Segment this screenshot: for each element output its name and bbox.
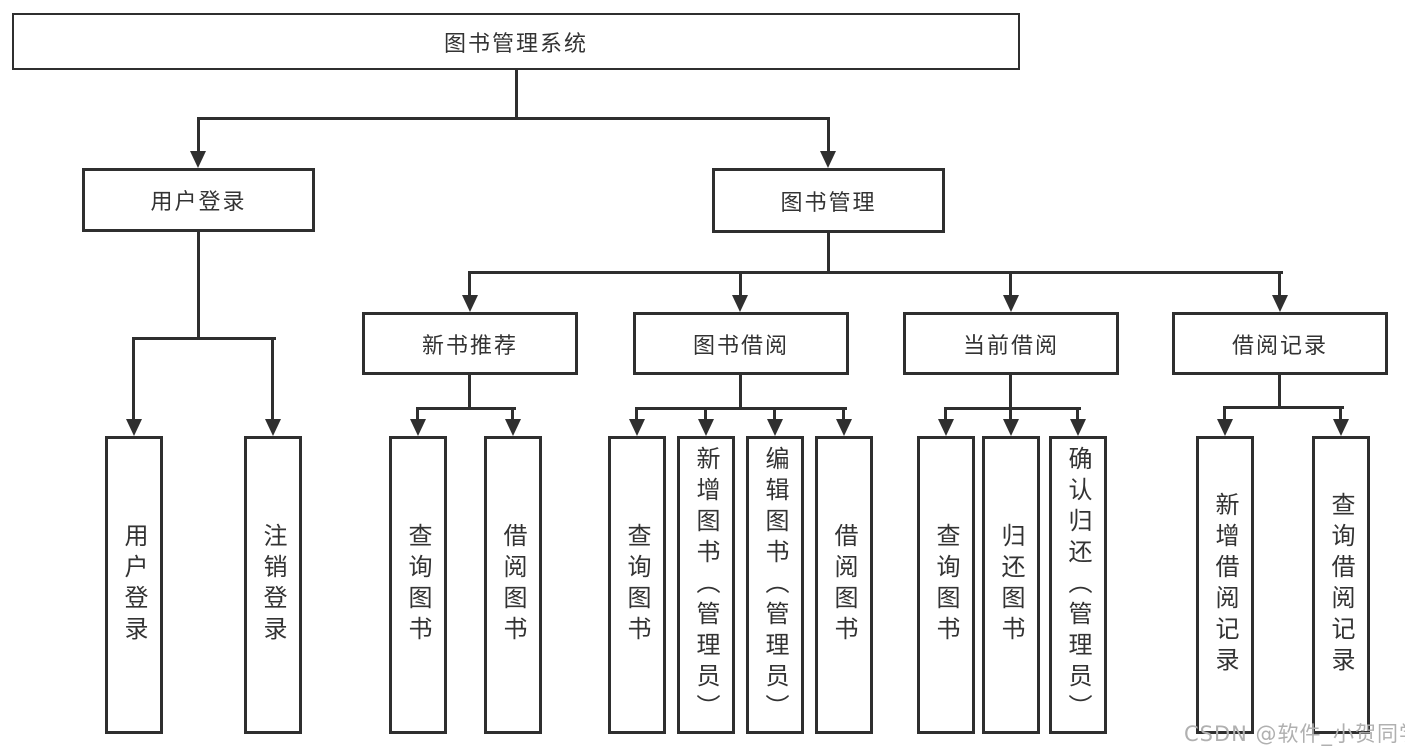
leaf-query-borrow-record-label: 查询借阅记录 (1327, 492, 1355, 678)
leaf-logout: 注销登录 (244, 436, 302, 734)
connector-user-login-stem (197, 232, 200, 339)
connector-drop-leaf (635, 407, 638, 423)
arrow-down-icon (732, 295, 748, 312)
leaf-query-borrow-record: 查询借阅记录 (1312, 436, 1370, 734)
node-book-borrow: 图书借阅 (633, 312, 849, 375)
leaf-borrow-books-recommend: 借阅图书 (484, 436, 542, 734)
connector-drop-leaf (773, 407, 776, 423)
leaf-add-borrow-record-label: 新增借阅记录 (1211, 492, 1239, 678)
arrow-down-icon (410, 419, 426, 436)
node-new-book-recommend-label: 新书推荐 (421, 333, 518, 359)
arrow-down-icon (1333, 419, 1349, 436)
node-borrow-records-label: 借阅记录 (1231, 333, 1328, 359)
arrow-down-icon (1070, 419, 1086, 436)
leaf-query-books-current-label: 查询图书 (932, 523, 960, 647)
connector-drop-user-login (197, 117, 200, 154)
connector-drop-borrow-records (1278, 271, 1281, 299)
node-borrow-records: 借阅记录 (1172, 312, 1388, 375)
arrow-down-icon (1003, 295, 1019, 312)
connector-borrow-records-bar (1223, 406, 1344, 409)
leaf-add-borrow-record: 新增借阅记录 (1196, 436, 1254, 734)
arrow-down-icon (820, 151, 836, 168)
connector-root-bar (197, 117, 830, 120)
arrow-down-icon (938, 419, 954, 436)
connector-book-management-stem (827, 233, 830, 273)
node-book-borrow-label: 图书借阅 (692, 333, 789, 359)
connector-drop-current-borrow (1009, 271, 1012, 299)
leaf-query-books-recommend-label: 查询图书 (404, 523, 432, 647)
leaf-confirm-return-admin: 确认归还（管理员） (1049, 436, 1107, 734)
leaf-borrow-books-label: 借阅图书 (830, 523, 858, 647)
node-user-login: 用户登录 (82, 168, 315, 232)
connector-drop-book-borrow (739, 271, 742, 299)
connector-drop-leaf (944, 407, 947, 423)
arrow-down-icon (462, 295, 478, 312)
leaf-return-book-label: 归还图书 (997, 523, 1025, 647)
connector-new-book-bar (416, 407, 516, 410)
connector-current-borrow-stem (1009, 375, 1012, 410)
connector-user-login-bar (132, 337, 276, 340)
connector-root-stem (515, 70, 518, 119)
leaf-edit-book-admin: 编辑图书（管理员） (746, 436, 804, 734)
connector-drop-leaf (1339, 406, 1342, 422)
leaf-logout-label: 注销登录 (259, 523, 287, 647)
arrow-down-icon (1217, 419, 1233, 436)
connector-drop-leaf (842, 407, 845, 423)
node-new-book-recommend: 新书推荐 (362, 312, 578, 375)
node-root-label: 图书管理系统 (443, 31, 588, 57)
leaf-user-login-label: 用户登录 (120, 523, 148, 647)
arrow-down-icon (190, 151, 206, 168)
connector-drop-leaf (704, 407, 707, 423)
arrow-down-icon (1272, 295, 1288, 312)
connector-book-management-bar (468, 271, 1283, 274)
connector-drop-leaf (1076, 407, 1079, 423)
leaf-query-books-borrow: 查询图书 (608, 436, 666, 734)
connector-drop-leaf (1223, 406, 1226, 422)
node-current-borrow: 当前借阅 (903, 312, 1119, 375)
connector-drop-leaf (1009, 407, 1012, 423)
node-book-management-label: 图书管理 (780, 190, 877, 216)
leaf-add-book-admin: 新增图书（管理员） (677, 436, 735, 734)
node-root: 图书管理系统 (12, 13, 1020, 70)
arrow-down-icon (265, 419, 281, 436)
arrow-down-icon (836, 419, 852, 436)
arrow-down-icon (629, 419, 645, 436)
leaf-add-book-admin-label: 新增图书（管理员） (692, 445, 720, 725)
leaf-borrow-books-recommend-label: 借阅图书 (499, 523, 527, 647)
arrow-down-icon (698, 419, 714, 436)
connector-current-borrow-bar (944, 407, 1081, 410)
connector-drop-leaf (511, 407, 514, 423)
node-user-login-label: 用户登录 (150, 190, 247, 215)
leaf-user-login: 用户登录 (105, 436, 163, 734)
connector-book-borrow-bar (635, 407, 847, 410)
node-current-borrow-label: 当前借阅 (962, 333, 1059, 359)
connector-borrow-records-stem (1278, 375, 1281, 409)
connector-drop-new-book (468, 271, 471, 299)
leaf-edit-book-admin-label: 编辑图书（管理员） (761, 445, 789, 725)
arrow-down-icon (767, 419, 783, 436)
arrow-down-icon (126, 419, 142, 436)
leaf-borrow-books: 借阅图书 (815, 436, 873, 734)
leaf-return-book: 归还图书 (982, 436, 1040, 734)
node-book-management: 图书管理 (712, 168, 945, 233)
connector-drop-leaf (132, 337, 135, 423)
connector-drop-leaf (271, 337, 274, 423)
leaf-query-books-recommend: 查询图书 (389, 436, 447, 734)
connector-new-book-stem (468, 375, 471, 410)
csdn-watermark: CSDN @软件_小贺同学 (1184, 722, 1405, 746)
arrow-down-icon (1003, 419, 1019, 436)
leaf-query-books-borrow-label: 查询图书 (623, 523, 651, 647)
leaf-confirm-return-admin-label: 确认归还（管理员） (1064, 445, 1092, 725)
leaf-query-books-current: 查询图书 (917, 436, 975, 734)
connector-book-borrow-stem (739, 375, 742, 410)
connector-drop-book-management (827, 117, 830, 154)
connector-drop-leaf (416, 407, 419, 423)
arrow-down-icon (505, 419, 521, 436)
